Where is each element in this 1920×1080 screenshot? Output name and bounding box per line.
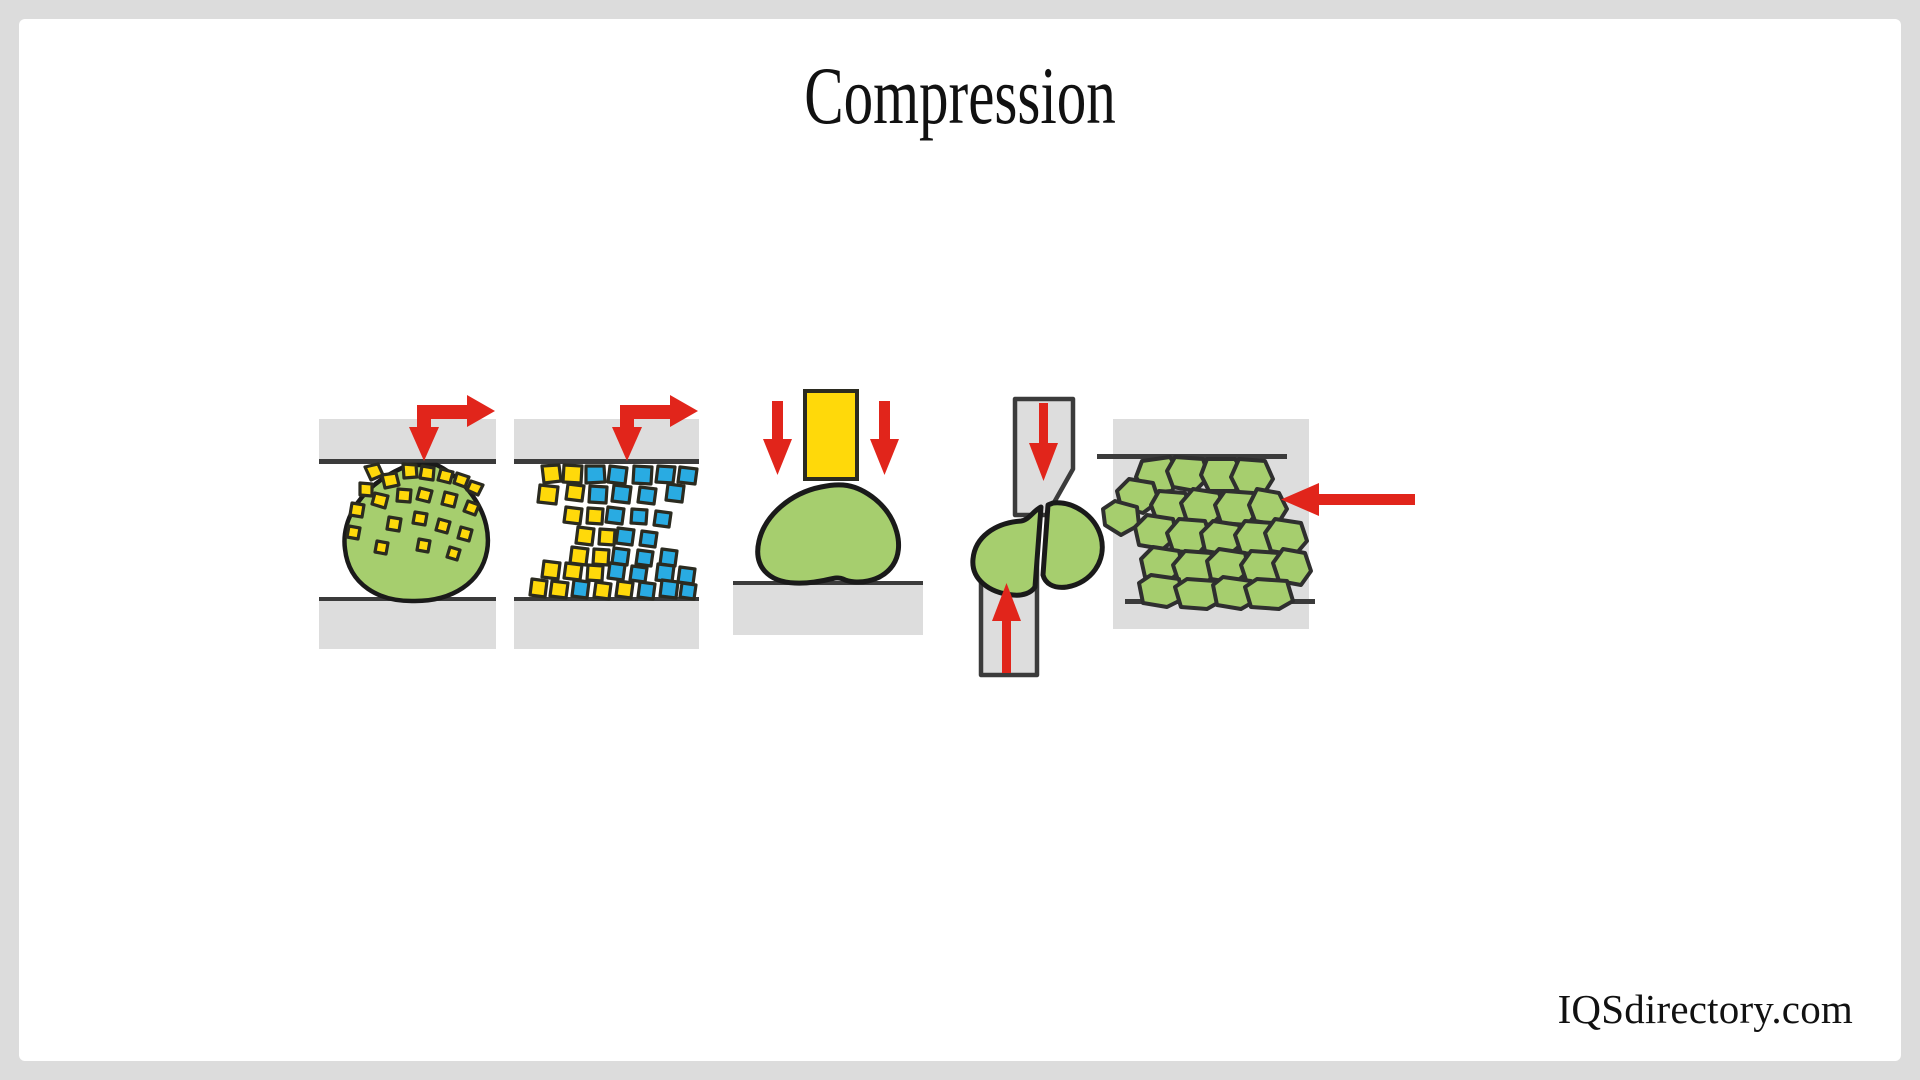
watermark-text: IQSdirectory.com — [1557, 986, 1853, 1032]
panel-3-left-down-arrow-icon — [763, 401, 792, 475]
panel-4-upper-arrow-icon — [1029, 403, 1058, 481]
panel-2-load-arrow-icon — [612, 395, 698, 461]
panel-1-upper-platen-edge — [319, 459, 496, 464]
panel-3-yellow-punch — [803, 389, 859, 481]
panel-4-green-body-left — [970, 504, 1044, 598]
panel-1-load-arrow-icon — [409, 395, 495, 461]
compression-figure — [319, 389, 1649, 719]
page-title: Compression — [804, 50, 1116, 141]
panel-2-particulate-compression — [514, 395, 699, 649]
panel-4-green-body-right — [1040, 500, 1105, 590]
panel-1-uniaxial-compression — [319, 395, 496, 649]
panel-2-lower-platen — [514, 601, 699, 649]
panel-2-granular-particles — [528, 463, 699, 601]
panel-5-feed-arrow-icon — [1281, 483, 1415, 516]
panel-1-upper-platen — [319, 419, 496, 461]
content-canvas: Compression — [19, 19, 1901, 1061]
panel-1-lower-platen — [319, 601, 496, 649]
panel-5-granular-mass — [1101, 455, 1313, 611]
panel-4-lower-arrow-icon — [992, 583, 1021, 673]
panel-2-upper-platen-edge — [514, 459, 699, 464]
panel-2-upper-platen — [514, 419, 699, 461]
panel-3-punch-indentation — [733, 389, 923, 635]
panel-1-yellow-particles — [345, 462, 485, 562]
panel-4-shear-cutting — [970, 396, 1105, 678]
compression-illustration-svg — [319, 389, 1415, 678]
panel-3-right-down-arrow-icon — [870, 401, 899, 475]
panel-5-die-extrusion — [1097, 419, 1415, 629]
panel-3-lower-platen-edge — [733, 581, 923, 586]
panel-3-green-body — [755, 482, 902, 586]
panel-3-lower-platen — [733, 585, 923, 635]
